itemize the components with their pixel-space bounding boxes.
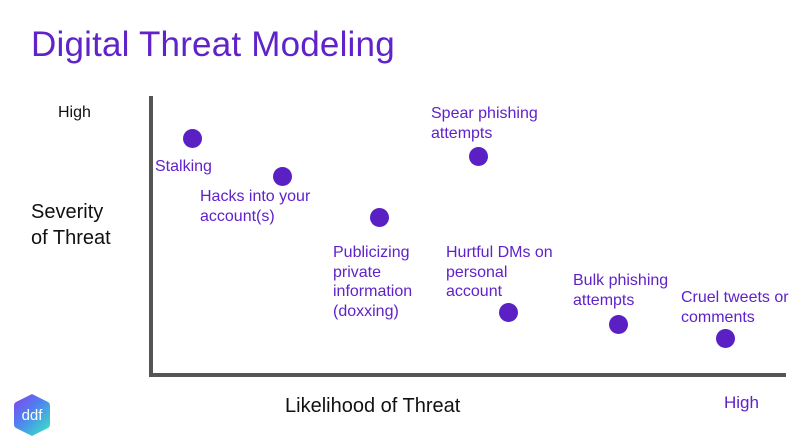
data-point-label: Hurtful DMs on personal account	[446, 244, 553, 300]
data-point-label: Spear phishing attempts	[431, 105, 538, 142]
data-point	[715, 328, 735, 348]
ddf-logo[interactable]: ddf	[12, 393, 52, 437]
y-axis-line	[149, 96, 153, 377]
y-axis-high-label: High	[58, 104, 91, 121]
data-point	[468, 146, 488, 166]
x-axis-title: Likelihood of Threat	[285, 395, 461, 417]
data-point-label: Hacks into your account(s)	[200, 188, 311, 225]
y-axis-title: Severity of Threat	[31, 201, 111, 249]
x-axis-high-label: High	[724, 393, 759, 412]
x-axis-line	[149, 373, 786, 377]
data-point-label: Publicizing private information (doxxing…	[333, 244, 413, 320]
data-point	[182, 128, 202, 148]
data-point	[608, 314, 628, 334]
data-point	[272, 166, 292, 186]
data-point-label: Cruel tweets or comments	[681, 289, 789, 326]
data-point	[498, 302, 518, 322]
data-point-label: Bulk phishing attempts	[573, 272, 669, 309]
shield-icon	[14, 394, 50, 437]
data-point-label: Stalking	[155, 158, 212, 175]
data-point	[369, 207, 389, 227]
page-title: Digital Threat Modeling	[31, 25, 395, 64]
